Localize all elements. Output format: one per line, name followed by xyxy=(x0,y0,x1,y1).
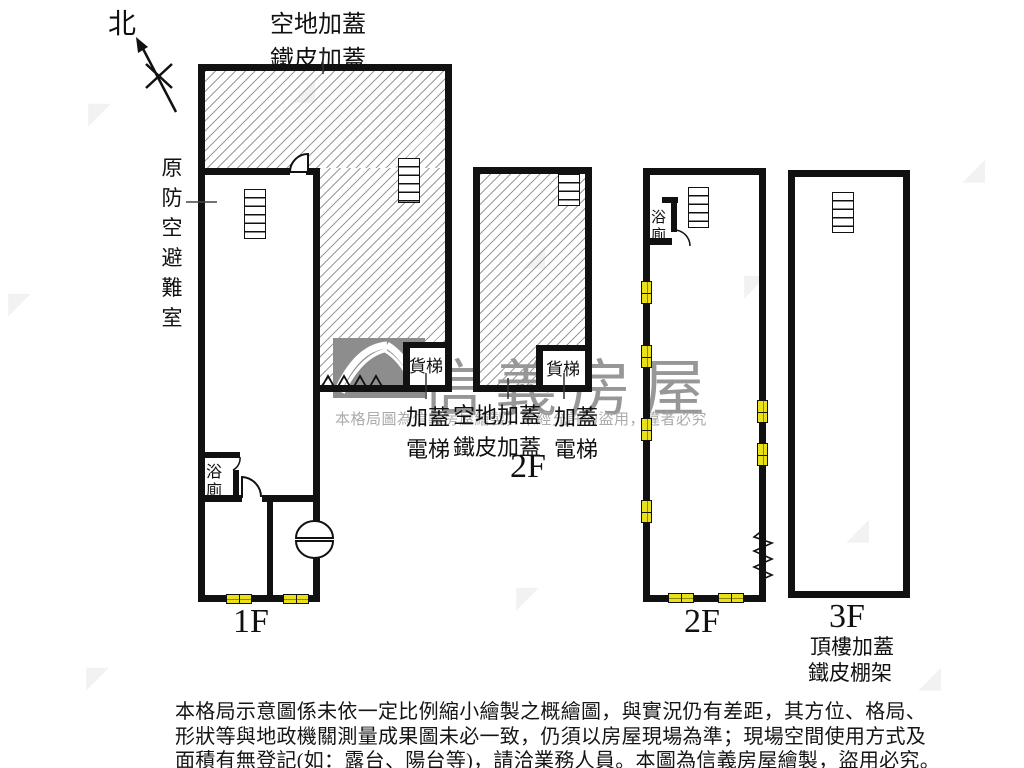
wall xyxy=(643,168,766,175)
freight-elevator-room xyxy=(410,348,445,385)
window-marker xyxy=(641,281,652,304)
floor-label-2f-right: 2F xyxy=(684,603,720,640)
floor-label-3f: 3F xyxy=(829,598,865,635)
bath-label-char: 浴 xyxy=(651,210,667,226)
faint-logo-mark: ◢ xyxy=(846,513,870,546)
bath-label-char: 浴 xyxy=(206,464,223,481)
wall xyxy=(788,170,910,177)
faint-logo-mark: ◤ xyxy=(516,581,540,614)
wall xyxy=(198,64,452,71)
door-arc-icon xyxy=(241,475,263,498)
annotation-roofed-yard-center: 空地加蓋 鐵皮加蓋 xyxy=(453,403,542,460)
wall xyxy=(262,495,320,502)
wall xyxy=(473,385,592,392)
wall xyxy=(788,591,910,598)
floor-label-1f: 1F xyxy=(233,603,269,640)
window-marker xyxy=(757,400,768,423)
shelter-room-label: 原防空避難室 xyxy=(161,156,183,330)
stairs-icon xyxy=(832,192,854,233)
faint-logo-mark: ◢ xyxy=(918,661,942,694)
wall xyxy=(643,238,672,245)
stairs-icon xyxy=(398,158,420,203)
wall xyxy=(445,64,452,392)
wall xyxy=(313,385,452,392)
window-marker xyxy=(668,593,694,603)
wall xyxy=(233,470,239,500)
faint-logo-mark: ◤ xyxy=(8,287,32,320)
bath-label-char: 廁 xyxy=(651,228,667,244)
floor-label-2f-mid: 2F xyxy=(510,448,546,485)
wall xyxy=(403,342,410,392)
wall xyxy=(536,345,592,351)
wall xyxy=(473,167,592,174)
window-marker xyxy=(283,594,309,604)
wall xyxy=(198,595,320,602)
disclaimer-text: 本格局示意圖係未依一定比例縮小繪製之概繪圖，與實況仍有差距，其方位、格局、 形狀… xyxy=(175,701,941,768)
annotation-added-elevator-right: 加蓋 電梯 xyxy=(554,405,599,462)
bath-label-char: 廁 xyxy=(206,483,223,500)
wall xyxy=(903,170,910,598)
wall xyxy=(198,168,290,175)
wall xyxy=(671,197,677,232)
double-door-icon xyxy=(294,520,335,559)
wall xyxy=(643,595,766,602)
annotation-top-roofed-yard: 空地加蓋 鐵皮加蓋 xyxy=(270,12,366,73)
stairs-icon xyxy=(244,189,266,239)
faint-logo-mark: ◤ xyxy=(88,97,112,130)
wall xyxy=(788,170,795,598)
window-marker xyxy=(641,345,652,368)
window-marker xyxy=(641,418,652,441)
wall xyxy=(473,167,480,392)
stairs-icon xyxy=(688,187,709,228)
window-marker xyxy=(757,443,768,466)
wall xyxy=(198,452,240,458)
faint-logo-mark: ◤ xyxy=(86,661,110,694)
freight-elevator-label: 貨梯 xyxy=(546,360,580,379)
wall xyxy=(585,167,592,392)
annotation-added-elevator-left: 加蓋 電梯 xyxy=(406,405,451,462)
wall xyxy=(267,498,273,598)
annotation-rooftop-line2: 鐵皮棚架 xyxy=(808,661,892,685)
faint-logo-mark: ◢ xyxy=(962,153,986,186)
door-arc-icon xyxy=(673,229,691,247)
window-marker xyxy=(718,593,744,603)
wall xyxy=(662,197,678,203)
wall xyxy=(198,64,205,602)
stairs-icon xyxy=(558,174,580,206)
north-arrow-icon xyxy=(136,37,178,113)
window-marker xyxy=(641,500,652,523)
hatch-area-roofed-yard xyxy=(205,71,445,168)
wall xyxy=(198,495,242,502)
wall xyxy=(313,556,320,602)
wall xyxy=(536,345,543,392)
window-marker xyxy=(226,594,252,604)
door-arc-icon xyxy=(232,456,241,471)
watermark-notice-text: 本格局圖為信義房屋繪製，未經允許勿盜用，違者必究 xyxy=(335,412,708,428)
north-label: 北 xyxy=(108,9,137,40)
freight-elevator-label: 貨梯 xyxy=(409,357,443,376)
wall xyxy=(313,168,320,522)
wall xyxy=(643,168,650,602)
wall xyxy=(759,168,766,602)
wall xyxy=(403,342,452,348)
annotation-rooftop-line1: 頂樓加蓋 xyxy=(810,635,894,659)
